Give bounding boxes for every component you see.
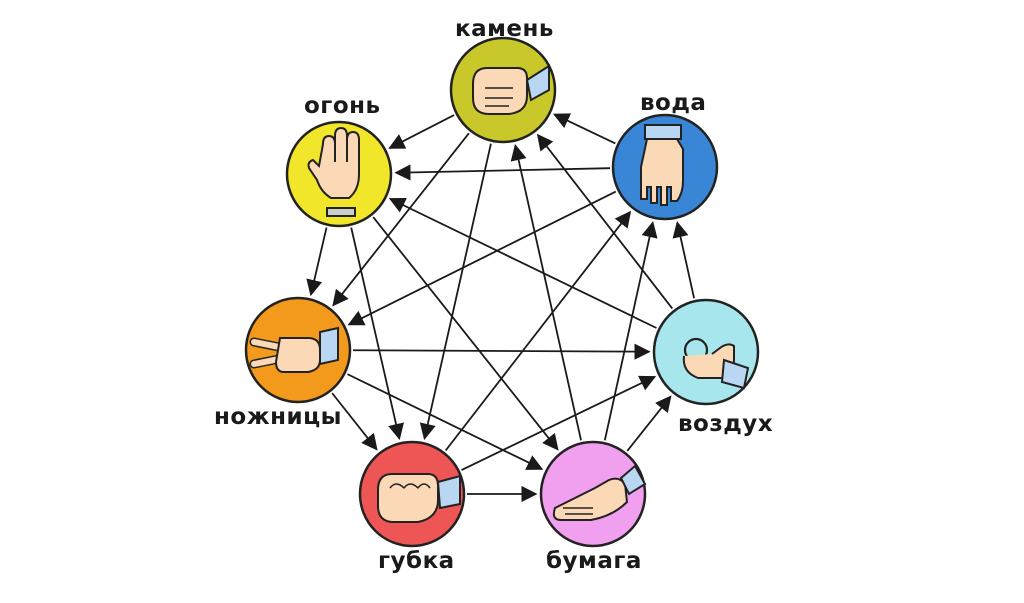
label-stone: камень: [455, 16, 554, 42]
arrow-sponge-to-water: [444, 210, 632, 452]
node-scissors: [244, 296, 352, 404]
nodes-layer: [244, 36, 760, 548]
arrow-fire-to-sponge: [350, 227, 404, 441]
clasped-fist-hand-icon: [377, 473, 461, 523]
fist-hand-icon: [472, 64, 550, 115]
arrow-water-to-fire: [394, 164, 611, 181]
arrow-paper-to-water: [603, 221, 658, 441]
arrow-paper-to-air: [626, 395, 672, 452]
arrow-scissors-to-sponge: [331, 392, 378, 451]
arrow-paper-to-stone: [510, 144, 582, 441]
arrow-air-to-stone: [536, 133, 674, 310]
node-stone: [449, 36, 557, 144]
victory-hand-icon: [249, 326, 339, 373]
arrow-stone-to-fire: [388, 114, 455, 149]
arrow-scissors-to-paper: [347, 373, 544, 470]
label-air: воздух: [678, 411, 774, 437]
flat-hand-down-icon: [640, 124, 684, 206]
label-sponge: губка: [378, 548, 455, 574]
ok-hand-icon: [682, 337, 750, 390]
arrow-water-to-scissors: [347, 190, 617, 326]
flat-palm-hand-icon: [552, 464, 647, 521]
node-air: [652, 298, 760, 406]
three-fingers-hand-icon: [307, 126, 360, 217]
node-fire: [285, 120, 393, 228]
node-paper: [539, 440, 647, 548]
label-fire: огонь: [304, 93, 381, 119]
node-sponge: [358, 440, 466, 548]
arrow-stone-to-scissors: [332, 132, 470, 307]
arrow-fire-to-scissors: [306, 227, 328, 297]
arrow-sponge-to-air: [461, 375, 657, 471]
edges-layer: [306, 113, 695, 503]
label-scissors: ножницы: [214, 404, 342, 430]
label-water: вода: [640, 90, 707, 116]
arrow-air-to-water: [672, 221, 695, 299]
arrow-water-to-stone: [553, 113, 616, 145]
node-water: [611, 113, 719, 221]
arrow-air-to-fire: [388, 197, 657, 329]
arrow-scissors-to-air: [352, 343, 651, 360]
label-paper: бумага: [546, 548, 642, 574]
arrow-stone-to-sponge: [419, 143, 492, 440]
arrow-fire-to-paper: [372, 216, 559, 451]
